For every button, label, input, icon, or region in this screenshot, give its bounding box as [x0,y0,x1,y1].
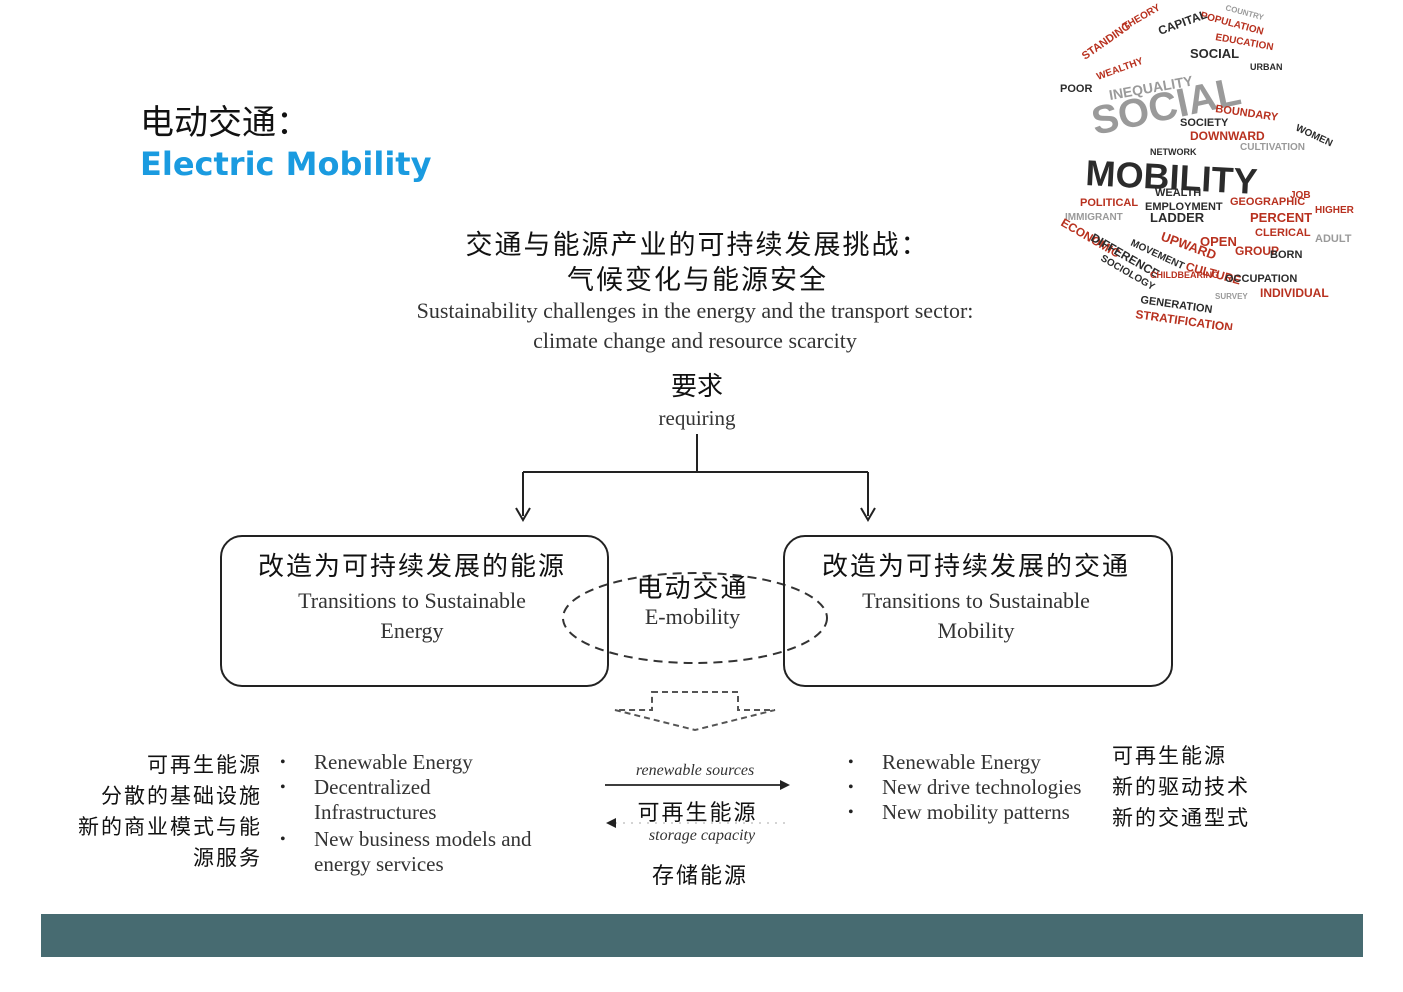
left-arrowhead-small-icon [606,818,616,828]
page-title-cn: 电动交通： [140,103,310,143]
list-item: Decentralized Infrastructures [280,775,464,825]
svg-text:POLITICAL: POLITICAL [1080,197,1138,209]
list-item: New business models and energy services [280,827,550,877]
svg-text:URBAN: URBAN [1250,62,1283,72]
energy-box-en-line1: Transitions to Sustainable [298,588,526,613]
page-title-en: Electric Mobility [140,145,432,183]
challenge-en-line1: Sustainability challenges in the energy … [416,298,974,323]
list-item: Renewable Energy [848,750,1098,775]
e-mobility-en: E-mobility [644,604,741,629]
right-arrowhead-icon [860,507,876,522]
svg-text:DOWNWARD: DOWNWARD [1190,129,1265,143]
energy-box-cn: 改造为可持续发展的能源 [257,552,566,582]
storage-capacity-cn: 存储能源 [651,864,748,889]
e-mobility-ellipse [562,572,828,664]
footer-bar [41,914,1363,957]
dashed-down-arrow-icon [614,691,776,732]
mobility-box-en-line1: Transitions to Sustainable [862,588,1090,613]
requiring-cn: 要求 [670,372,723,402]
svg-text:WEALTH: WEALTH [1155,187,1201,199]
renewable-sources-label: renewable sources [635,762,755,779]
svg-text:JOB: JOB [1290,190,1311,201]
svg-text:MOBILITY: MOBILITY [1085,152,1259,202]
right-cn-annotations: 可再生能源 新的驱动技术 新的交通型式 [1112,741,1312,834]
challenge-cn-line2: 气候变化与能源安全 [567,265,828,296]
svg-text:HIGHER: HIGHER [1315,205,1355,216]
svg-text:ADULT: ADULT [1315,233,1352,245]
svg-text:SOCIAL: SOCIAL [1190,46,1239,61]
svg-text:NETWORK: NETWORK [1150,147,1197,157]
energy-list: Renewable Energy Decentralized Infrastru… [280,750,550,877]
social-mobility-word-cloud: POPULATION COUNTRY THEORY CAPITAL STANDI… [1059,2,1355,330]
list-item: Renewable Energy [280,750,550,775]
energy-transition-box [220,535,609,687]
requiring-en: requiring [658,406,736,430]
left-arrowhead-icon [515,507,531,522]
left-cn-line: 可再生能源 [147,753,262,777]
e-mobility-cn: 电动交通 [636,574,749,604]
left-cn-line: 分散的基础设施 [101,784,262,808]
svg-text:CULTIVATION: CULTIVATION [1240,142,1305,153]
svg-text:SURVEY: SURVEY [1215,292,1248,301]
svg-text:IMMIGRANT: IMMIGRANT [1065,212,1123,223]
right-cn-line: 新的交通型式 [1112,806,1250,830]
list-item: New mobility patterns [848,800,1098,825]
svg-text:LADDER: LADDER [1150,210,1205,225]
svg-text:OCCUPATION: OCCUPATION [1225,273,1297,285]
svg-text:GEOGRAPHIC: GEOGRAPHIC [1230,196,1305,208]
svg-text:INDIVIDUAL: INDIVIDUAL [1260,286,1329,300]
svg-text:GROUP: GROUP [1235,244,1279,258]
svg-text:BORN: BORN [1270,249,1302,261]
mobility-transition-box [783,535,1173,687]
svg-text:CLERICAL: CLERICAL [1255,227,1311,239]
right-arrowhead-small-icon [780,780,790,790]
energy-box-en-line2: Energy [380,618,444,643]
svg-text:OPEN: OPEN [1200,234,1237,249]
svg-text:EMPLOYMENT: EMPLOYMENT [1145,201,1223,213]
right-cn-line: 新的驱动技术 [1112,775,1250,799]
svg-text:CHILDBEARING: CHILDBEARING [1150,270,1219,280]
mobility-list: Renewable Energy New drive technologies … [848,750,1098,825]
left-cn-annotations: 可再生能源 分散的基础设施 新的商业模式与能 源服务 [40,750,262,874]
svg-text:SOCIETY: SOCIETY [1180,117,1229,129]
challenge-cn-line1: 交通与能源产业的可持续发展挑战： [465,230,930,261]
mobility-box-en-line2: Mobility [937,618,1015,643]
storage-capacity-label: storage capacity [648,827,756,844]
list-item: New drive technologies [848,775,1098,800]
left-cn-line: 新的商业模式与能 [78,815,262,839]
mobility-box-cn: 改造为可持续发展的交通 [821,552,1130,582]
challenge-en-line2: climate change and resource scarcity [533,328,857,353]
svg-text:PERCENT: PERCENT [1250,210,1312,225]
left-cn-line: 源服务 [193,846,262,870]
right-cn-line: 可再生能源 [1112,744,1227,768]
renewable-sources-cn: 可再生能源 [637,801,758,826]
svg-text:POOR: POOR [1060,83,1092,95]
